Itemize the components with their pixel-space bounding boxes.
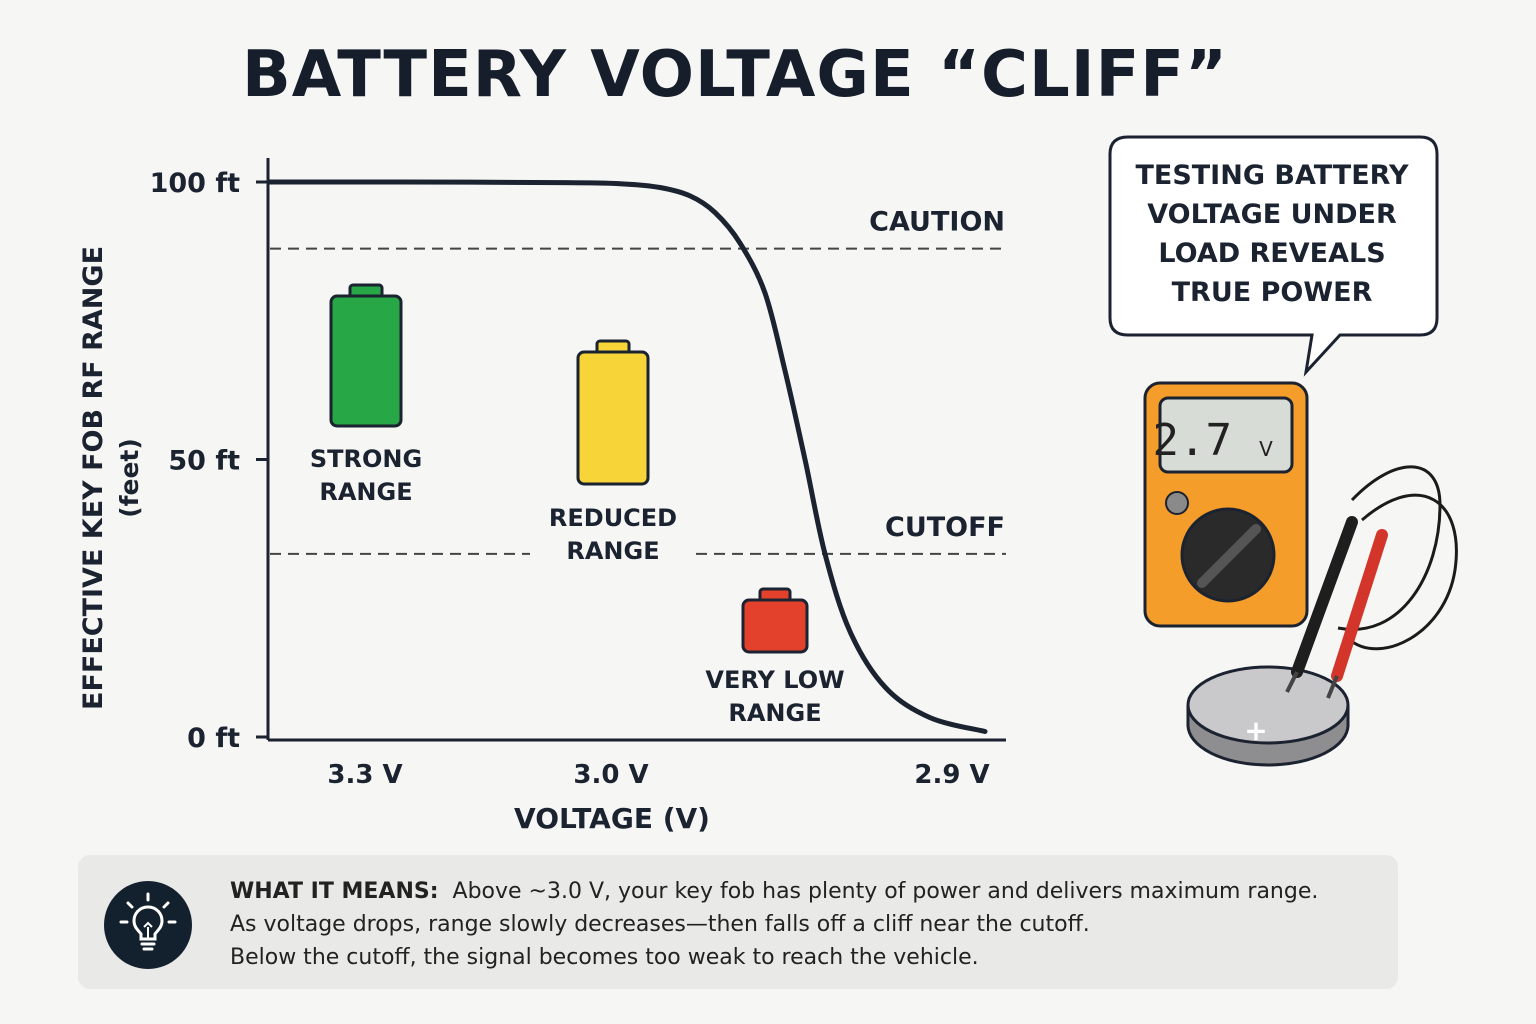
range-curve: [267, 179, 988, 734]
lightbulb-icon: [104, 881, 192, 969]
y-tick-label: 0 ft: [187, 723, 240, 754]
multimeter-unit: V: [1259, 437, 1273, 461]
callout-line: TRUE POWER: [1171, 277, 1373, 308]
info-line-1: Above ~3.0 V, your key fob has plenty of…: [452, 879, 1319, 904]
y-axis-unit-label: (feet): [115, 438, 144, 518]
x-tick-label: 3.3 V: [327, 760, 402, 790]
multimeter-display: [1158, 396, 1294, 474]
callout-line: VOLTAGE UNDER: [1147, 199, 1397, 230]
strong-range-label: STRONG: [310, 445, 422, 473]
x-axis-label: VOLTAGE (V): [514, 802, 710, 835]
x-tick-label: 3.0 V: [573, 760, 648, 790]
y-axis-label: EFFECTIVE KEY FOB RF RANGE: [78, 246, 109, 710]
reduced-range-label: RANGE: [566, 537, 659, 565]
info-line-3: Below the cutoff, the signal becomes too…: [230, 945, 979, 970]
x-tick-label: 2.9 V: [914, 760, 989, 790]
callout-text: TESTING BATTERY VOLTAGE UNDER LOAD REVEA…: [1112, 156, 1432, 312]
reduced-battery-icon: [576, 350, 650, 486]
multimeter-button: [1165, 491, 1189, 515]
strong-range-label: RANGE: [319, 478, 412, 506]
callout-line: TESTING BATTERY: [1135, 160, 1409, 191]
y-tick-label: 50 ft: [168, 446, 240, 477]
very-low-battery-icon: [741, 598, 809, 654]
info-text: WHAT IT MEANS: Above ~3.0 V, your key fo…: [230, 875, 1380, 974]
red-probe: [1331, 529, 1388, 682]
caution-label: CAUTION: [869, 207, 1005, 238]
reduced-range-label: REDUCED: [549, 504, 677, 532]
callout-bubble: [1108, 135, 1439, 377]
strong-battery-icon: [329, 294, 403, 428]
multimeter-reading: 2.7: [1153, 415, 1232, 466]
cutoff-label: CUTOFF: [885, 512, 1005, 543]
black-probe: [1291, 516, 1358, 678]
multimeter-illustration: 2.7 V +: [1143, 381, 1458, 767]
y-tick-label: 100 ft: [150, 168, 241, 199]
info-label: WHAT IT MEANS:: [230, 879, 439, 904]
info-box: WHAT IT MEANS: Above ~3.0 V, your key fo…: [78, 855, 1398, 989]
info-line-2: As voltage drops, range slowly decreases…: [230, 912, 1090, 937]
page-title: BATTERY VOLTAGE “CLIFF”: [241, 38, 1229, 112]
coin-cell-battery: [1186, 665, 1350, 745]
very-low-range-label: VERY LOW: [705, 666, 844, 694]
coin-cell-plus-mark: +: [1244, 714, 1267, 747]
very-low-range-label: RANGE: [728, 699, 821, 727]
callout-line: LOAD REVEALS: [1158, 238, 1386, 269]
